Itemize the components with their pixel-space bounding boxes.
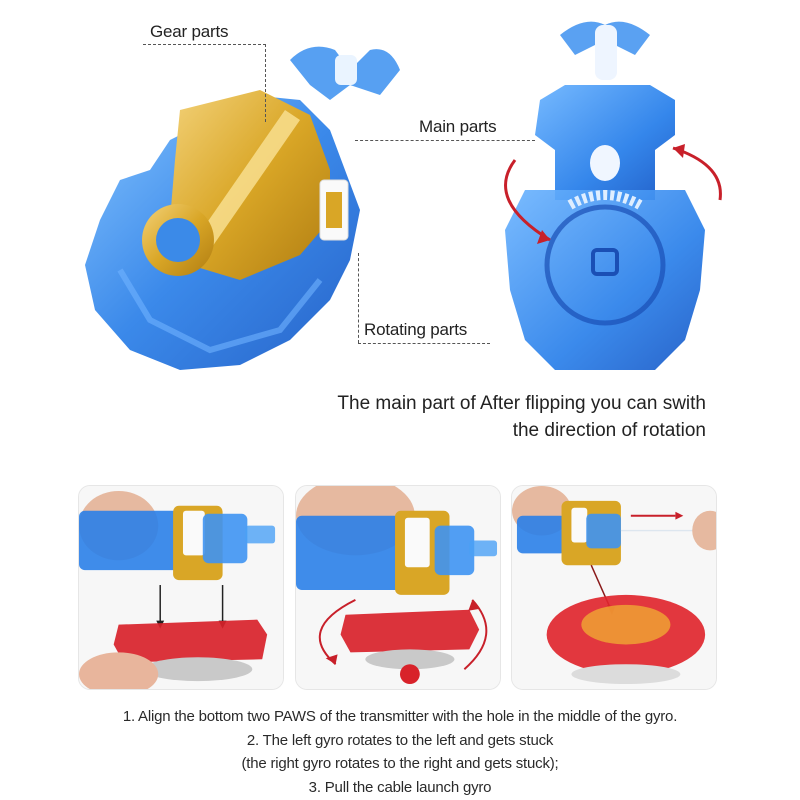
- rotate-lock-photo: [296, 486, 500, 689]
- leader-line-rotating-vertical: [358, 253, 359, 343]
- leader-line-gear: [143, 44, 266, 45]
- step-2-note: (the right gyro rotates to the right and…: [241, 755, 559, 772]
- launcher-assembled-image: [60, 20, 400, 380]
- step-2-panel: [295, 485, 501, 690]
- callout-gear-parts: Gear parts: [150, 22, 229, 41]
- leader-line-rotating: [358, 343, 490, 344]
- step-1-panel: [78, 485, 284, 690]
- caption-line-2: the direction of rotation: [512, 420, 706, 441]
- align-paws-photo: [79, 486, 283, 689]
- caption-line-1: The main part of After flipping you can …: [337, 393, 706, 414]
- callout-main-parts: Main parts: [419, 117, 497, 136]
- instructions: 1. Align the bottom two PAWS of the tran…: [0, 705, 800, 799]
- launcher-flipped-image: [485, 0, 725, 380]
- step-3-text: 3. Pull the cable launch gyro: [308, 778, 492, 796]
- callout-rotating-parts: Rotating parts: [364, 320, 468, 339]
- step-2-text: 2. The left gyro rotates to the left and…: [246, 731, 554, 749]
- pull-cable-photo: [512, 486, 716, 689]
- leader-line-main: [355, 140, 535, 141]
- step-1-text: 1. Align the bottom two PAWS of the tran…: [122, 708, 678, 725]
- step-3-panel: [511, 485, 717, 690]
- leader-line-gear-vertical: [265, 44, 266, 122]
